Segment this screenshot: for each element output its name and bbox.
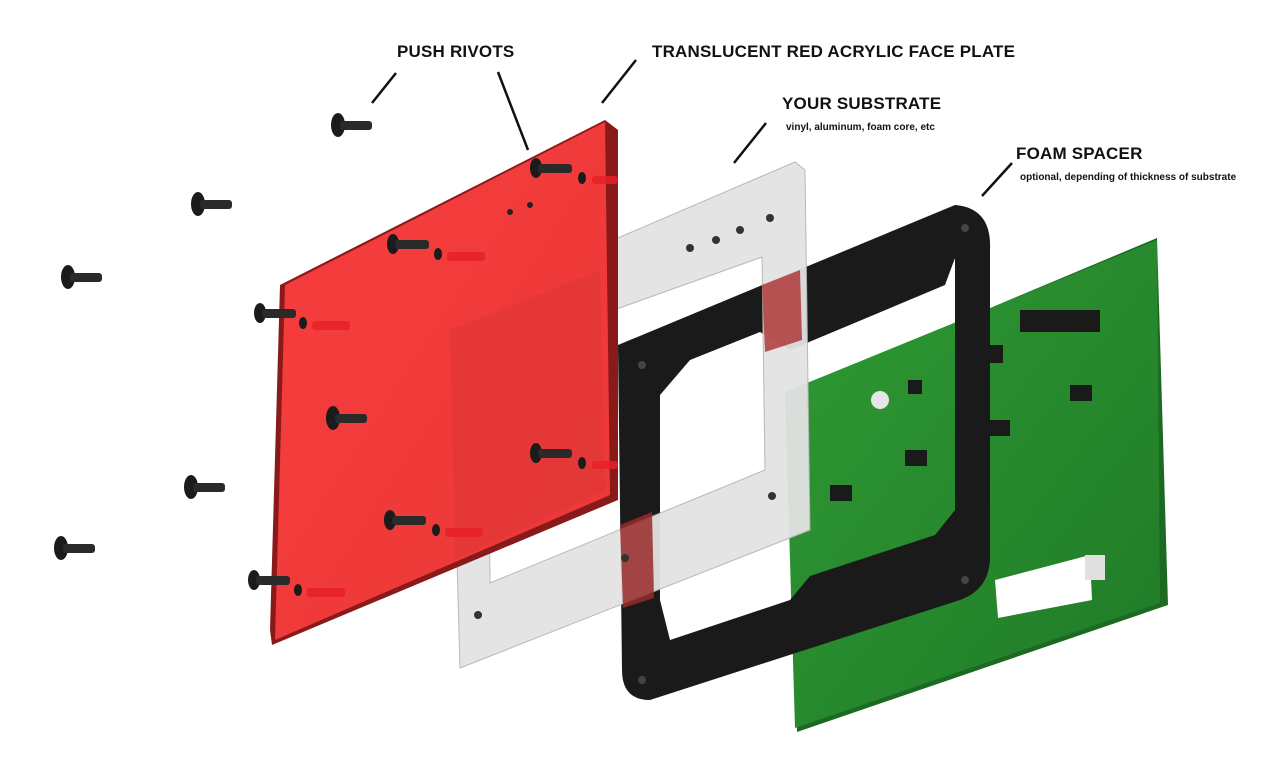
foam-spacer	[618, 205, 991, 700]
label-push-rivots: PUSH RIVOTS	[397, 42, 515, 61]
leader-line-rivet	[371, 72, 397, 104]
label-foam-spacer-note: optional, depending of thickness of subs…	[1020, 172, 1237, 183]
label-substrate: YOUR SUBSTRATE	[782, 94, 942, 113]
leader-line-foam-spacer	[981, 162, 1013, 197]
rivet-icon	[191, 192, 232, 216]
pcb-connector	[1020, 310, 1100, 332]
red-face-plate	[270, 120, 618, 645]
pcb-chip	[905, 450, 927, 466]
leader-line-substrate	[733, 122, 767, 164]
label-face-plate: TRANSLUCENT RED ACRYLIC FACE PLATE	[652, 42, 1016, 61]
rivet-icon	[254, 303, 350, 330]
pcb-chip	[990, 420, 1010, 436]
rivet-icon	[530, 443, 618, 469]
rivet-icon	[248, 570, 345, 597]
leader-line-face-plate	[601, 59, 637, 104]
pcb-chip	[1070, 385, 1092, 401]
push-rivets	[54, 113, 618, 597]
pcb-chip	[908, 380, 922, 394]
pcb-buzzer	[871, 391, 889, 409]
leader-lines	[371, 59, 1013, 197]
pcb-socket	[1085, 555, 1105, 580]
rivet-icon	[184, 475, 225, 499]
pcb-chip	[830, 485, 852, 501]
rivet-icon	[326, 406, 367, 430]
label-foam-spacer: FOAM SPACER	[1016, 144, 1143, 163]
label-substrate-note: vinyl, aluminum, foam core, etc	[786, 122, 935, 133]
rivet-icon	[54, 536, 95, 560]
rivet-icon	[387, 234, 485, 261]
rivet-icon	[384, 510, 483, 537]
pcb-cutout	[995, 555, 1092, 618]
rivet-icon	[61, 265, 102, 289]
rivet-icon	[331, 113, 372, 137]
rivet-icon	[530, 158, 618, 184]
leader-line-rivet	[496, 71, 530, 151]
